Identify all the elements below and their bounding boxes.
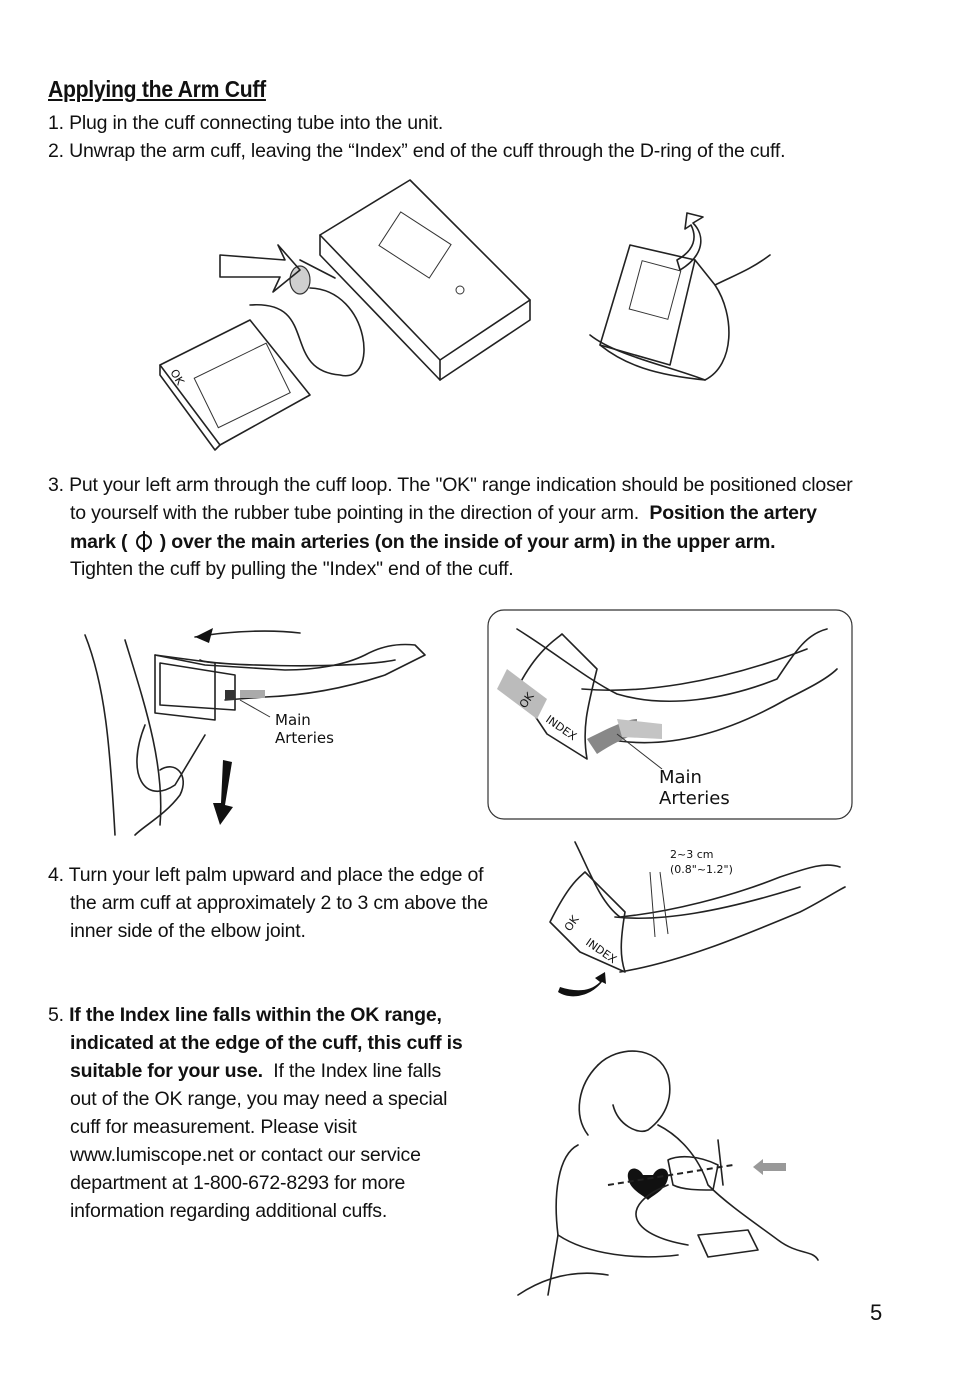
figure-cuff-front-view: Main Arteries xyxy=(84,628,426,836)
step-2: 2. Unwrap the arm cuff, leaving the “Ind… xyxy=(48,140,786,162)
figure-elbow-distance: 2~3 cm (0.8"~1.2") OK INDEX xyxy=(549,841,846,997)
step-3-line-2-plain: to yourself with the rubber tube pointin… xyxy=(70,502,639,524)
fig3b-label-main: Main xyxy=(659,767,702,788)
step-3-line-2: to yourself with the rubber tube pointin… xyxy=(70,502,817,525)
fig3a-label-arteries: Arteries xyxy=(275,729,334,747)
figure-seated-measurement xyxy=(517,1050,819,1296)
step-1: 1. Plug in the cuff connecting tube into… xyxy=(48,112,444,134)
figure-cuff-closeup: OK INDEX Main Arteries xyxy=(487,609,853,820)
step-5-bold-2: indicated at the edge of the cuff, this … xyxy=(70,1032,463,1054)
step-3-line-3: mark ( ) over the main arteries (on the … xyxy=(70,530,776,554)
step-5-line-1: 5. If the Index line falls within the OK… xyxy=(48,1004,442,1027)
step-4-line-3: inner side of the elbow joint. xyxy=(70,920,306,942)
step-4-line-2: the arm cuff at approximately 2 to 3 cm … xyxy=(70,892,488,914)
step-5-plain-3: If the Index line falls xyxy=(273,1060,441,1082)
step-5-line-2: indicated at the edge of the cuff, this … xyxy=(70,1032,463,1055)
step-5-line-7: department at 1-800-672-8293 for more xyxy=(70,1172,406,1194)
step-5-line-8: information regarding additional cuffs. xyxy=(70,1200,388,1222)
step-5-number: 5. xyxy=(48,1004,64,1026)
step-3-line-4: Tighten the cuff by pulling the "Index" … xyxy=(70,558,514,580)
fig4-ok-label: OK xyxy=(562,913,582,934)
artery-mark-icon xyxy=(135,531,152,552)
measure-label-cm: 2~3 cm xyxy=(670,848,713,861)
step-5-line-3: suitable for your use. If the Index line… xyxy=(70,1060,441,1083)
step-3-mark-close: ) over the main arteries (on the inside … xyxy=(159,531,776,553)
step-3-line-2-bold: Position the artery xyxy=(649,502,817,524)
step-3-line-1: 3. Put your left arm through the cuff lo… xyxy=(48,474,853,496)
fig3a-label-main: Main xyxy=(275,711,311,729)
step-5-bold-3: suitable for your use. xyxy=(70,1060,263,1082)
figure-monitor-cuff: OK xyxy=(159,179,531,451)
step-5-bold-1: If the Index line falls within the OK ra… xyxy=(69,1004,442,1026)
figure-cuff-unwrap xyxy=(589,212,771,381)
cuff-ok-label: OK xyxy=(167,367,187,388)
measure-label-inch: (0.8"~1.2") xyxy=(670,863,733,876)
step-5-line-4: out of the OK range, you may need a spec… xyxy=(70,1088,448,1110)
page-title: Applying the Arm Cuff xyxy=(48,76,266,102)
step-5-line-6: www.lumiscope.net or contact our service xyxy=(70,1144,421,1166)
step-3-mark-open: mark ( xyxy=(70,531,128,553)
step-5-line-5: cuff for measurement. Please visit xyxy=(70,1116,357,1138)
fig3b-label-arteries: Arteries xyxy=(659,788,730,809)
step-4-line-1: 4. Turn your left palm upward and place … xyxy=(48,864,484,886)
page-number: 5 xyxy=(870,1300,883,1325)
